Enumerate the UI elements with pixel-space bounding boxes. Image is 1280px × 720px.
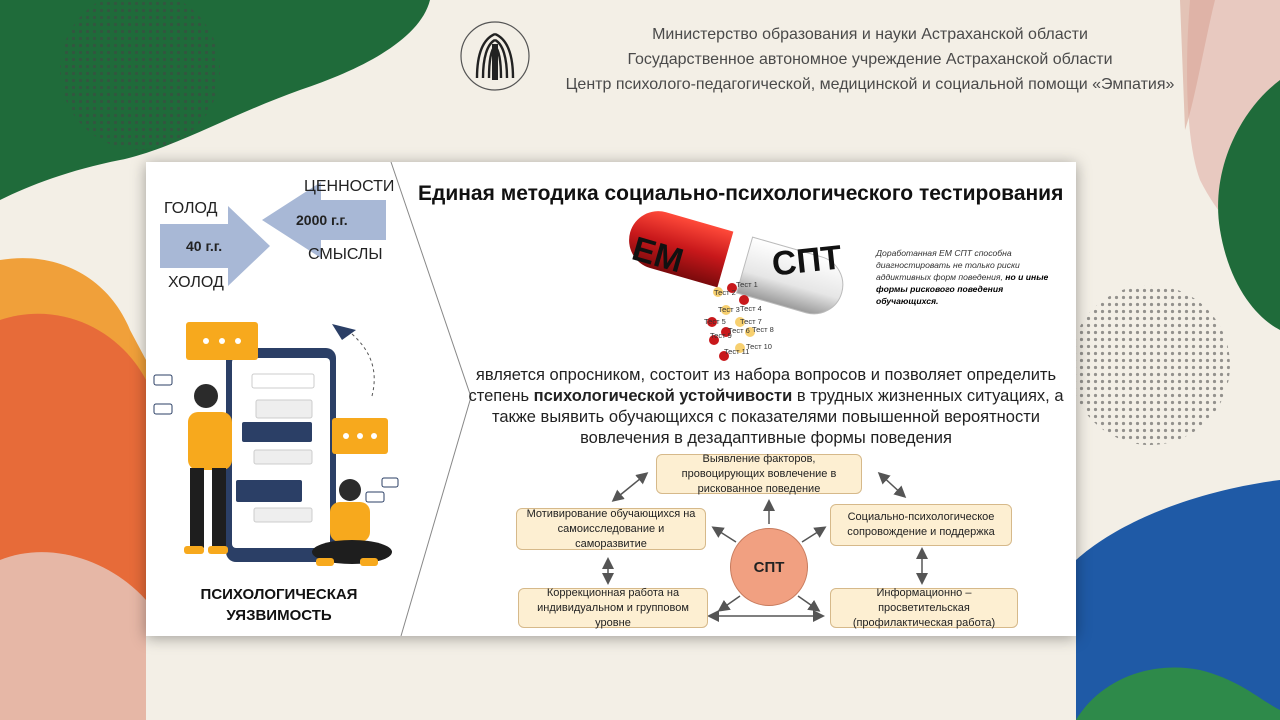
desc-bold: но и иные формы рискового поведения обуч… (876, 272, 1049, 306)
box-correction: Коррекционная работа на индивидуальном и… (518, 587, 708, 629)
peach-blob-left (0, 552, 146, 720)
desc-normal: Доработанная ЕМ СПТ способна диагностиро… (876, 248, 1020, 282)
diagram-arrows (602, 471, 928, 622)
box-risk-factors: Выявление факторов, провоцирующих вовлеч… (656, 453, 862, 495)
header-institution: Государственное автономное учреждение Ас… (627, 51, 1113, 68)
pill-description: Доработанная ЕМ СПТ способна диагностиро… (876, 247, 1066, 307)
label-holod: ХОЛОД (168, 274, 224, 291)
label-cennosti: ЦЕННОСТИ (304, 178, 395, 195)
dotted-circle-right (1070, 285, 1230, 445)
test-label-1: Тест 1 (736, 280, 758, 289)
header-center: Центр психолого-педагогической, медицинс… (565, 76, 1175, 93)
header: Министерство образования и науки Астраха… (560, 22, 1180, 97)
slide-title: Единая методика социально-психологическо… (418, 182, 1064, 205)
label-smysly: СМЫСЛЫ (308, 246, 383, 263)
label-golod: ГОЛОД (164, 200, 218, 217)
arrow-left-2000 (262, 182, 386, 258)
spt-center-circle: СПТ (730, 528, 808, 606)
para-part-2: в трудных жизненных ситуациях, а также в… (491, 387, 1064, 447)
test-label-4: Тест 4 (740, 304, 762, 313)
teal-blob-top-right (1180, 0, 1215, 130)
test-label-8: Тест 8 (752, 325, 774, 334)
empatiya-logo-icon (460, 21, 530, 91)
main-paragraph: является опросником, состоит из набора в… (446, 365, 1076, 449)
box-motivation: Мотивирование обучающихся на самоисследо… (516, 508, 706, 550)
standing-man-illustration (184, 384, 232, 554)
green-blob-right (1218, 80, 1280, 330)
green-blob-bottom-right (1076, 667, 1280, 720)
test-label-3: Тест 3 (718, 305, 740, 314)
phone-illustration (226, 348, 336, 562)
paper-plane-icon (332, 324, 356, 340)
psychological-vulnerability-caption: ПСИХОЛОГИЧЕСКАЯ УЯЗВИМОСТЬ (184, 584, 374, 626)
label-years-40: 40 г.г. (186, 238, 223, 254)
test-label-2: Тест 2 (714, 288, 736, 297)
dotted-circle-top-left (60, 0, 220, 150)
box-support: Социально-психологическое сопровождение … (830, 504, 1012, 546)
em-spt-pill (629, 211, 844, 315)
header-ministry: Министерство образования и науки Астраха… (652, 26, 1088, 43)
test-label-5: Тест 5 (704, 317, 726, 326)
chevron-divider (390, 162, 472, 636)
pill-label-spt: СПТ (770, 238, 844, 284)
label-years-2000: 2000 г.г. (296, 212, 348, 228)
test-label-10: Тест 10 (746, 342, 772, 351)
para-bold: психологической устойчивости (533, 387, 793, 405)
box-information: Информационно – просветительская (профил… (830, 587, 1018, 629)
para-part-1: является опросником, состоит из набора в… (468, 366, 1057, 405)
blue-blob-bottom-right (1076, 480, 1280, 720)
test-balls (707, 283, 755, 361)
slide-artwork (153, 162, 928, 636)
test-label-9: Тест 9 (710, 331, 732, 340)
vulnerability-line-1: ПСИХОЛОГИЧЕСКАЯ (200, 586, 358, 603)
vulnerability-line-2: УЯЗВИМОСТЬ (226, 607, 332, 624)
slide-card: ГОЛОД 40 г.г. ХОЛОД ЦЕННОСТИ 2000 г.г. С… (146, 162, 1076, 636)
sitting-woman-illustration (312, 479, 392, 566)
test-label-6: Тест 6 (728, 326, 750, 335)
test-label-7: Тест 7 (740, 317, 762, 326)
arrow-right-40 (160, 206, 270, 286)
test-label-11: Тест 11 (724, 347, 750, 356)
